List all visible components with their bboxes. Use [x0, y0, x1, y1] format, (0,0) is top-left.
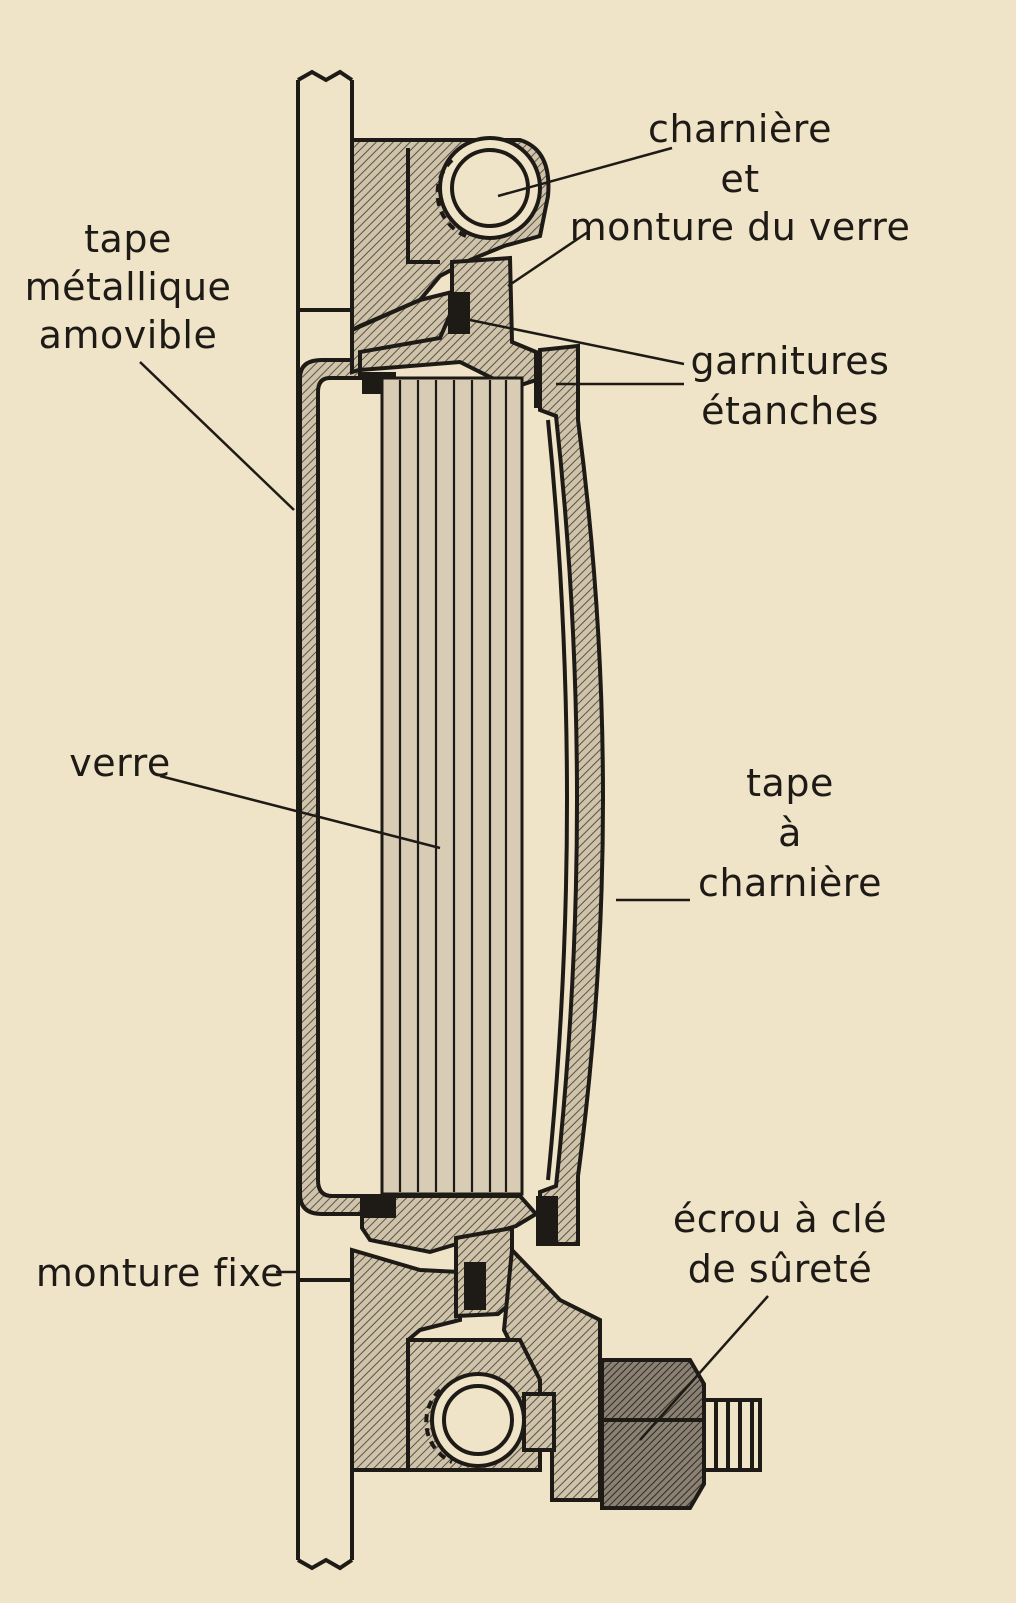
label-safety-nut-line-1: écrou à clé [673, 1197, 887, 1241]
label-hinged-cover: tape à charnière [698, 761, 882, 905]
label-hinge-line-1: charnière [648, 107, 832, 151]
glass-pane [380, 376, 524, 1196]
safety-nut [600, 1358, 762, 1510]
label-seals-line-1: garnitures [691, 339, 890, 383]
label-removable-cover: tape métallique amovible [25, 217, 232, 357]
label-glass: verre [69, 741, 171, 785]
label-hinge-line-3: monture du verre [570, 205, 911, 249]
label-safety-nut: écrou à clé de sûreté [673, 1197, 887, 1291]
label-fixed-frame: monture fixe [36, 1251, 284, 1295]
label-hinged-cover-line-3: charnière [698, 861, 882, 905]
label-removable-cover-line-3: amovible [39, 313, 218, 357]
removable-metal-cover [298, 358, 364, 1216]
lower-hinge-pin [424, 1372, 556, 1468]
label-hinge-line-2: et [720, 157, 759, 201]
label-hinged-cover-line-2: à [778, 811, 802, 855]
label-hinge: charnière et monture du verre [570, 107, 911, 249]
label-removable-cover-line-2: métallique [25, 265, 232, 309]
label-removable-cover-line-1: tape [84, 217, 172, 261]
label-safety-nut-line-2: de sûreté [688, 1247, 872, 1291]
label-seals-line-2: étanches [701, 389, 879, 433]
label-hinged-cover-line-1: tape [746, 761, 834, 805]
label-seals: garnitures étanches [691, 339, 890, 433]
lower-seals [362, 1196, 558, 1310]
leader-lines [139, 146, 769, 1441]
hinged-cover [538, 343, 605, 1246]
